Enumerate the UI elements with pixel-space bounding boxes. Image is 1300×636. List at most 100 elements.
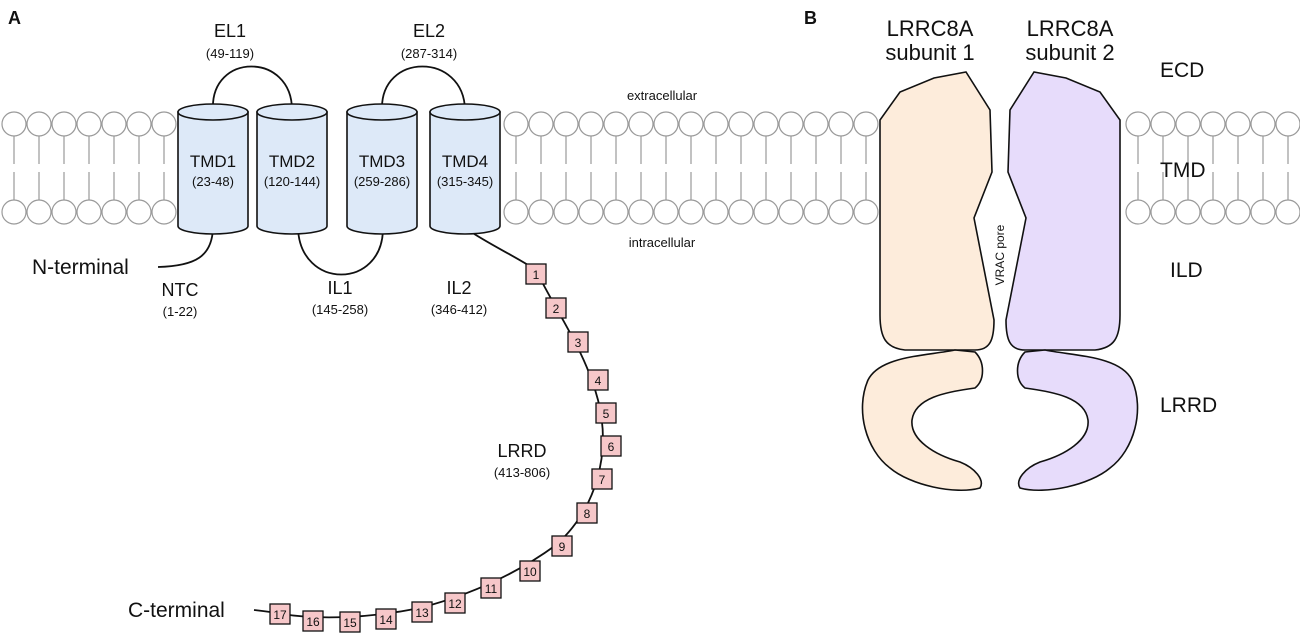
lipid-head <box>126 111 152 137</box>
lrr-repeat-number: 10 <box>523 565 537 579</box>
lipid-head <box>753 111 779 137</box>
lipid-head <box>603 199 629 225</box>
tmd-cylinder: TMD2(120-144) <box>256 103 328 235</box>
panel-b-label: B <box>804 8 817 28</box>
il2-range: (346-412) <box>431 302 487 317</box>
lipid-head <box>853 111 879 137</box>
lrr-repeat-number: 17 <box>273 608 287 622</box>
subunit1-lrrd-body <box>861 349 984 492</box>
tmd-cylinder: TMD3(259-286) <box>346 103 418 235</box>
lipid-head <box>1200 199 1226 225</box>
lipid-head <box>1275 111 1300 137</box>
lipid-bilayer <box>1 111 1300 225</box>
tmd-body <box>346 111 418 235</box>
lipid-head <box>628 199 654 225</box>
extracellular-label: extracellular <box>627 88 698 103</box>
lrr-repeat-number: 5 <box>603 407 610 421</box>
lrr-repeat-box: 11 <box>480 577 502 599</box>
lipid-head <box>76 199 102 225</box>
il2-name: IL2 <box>446 278 471 298</box>
lipid-head <box>528 111 554 137</box>
lrr-box-rect <box>480 577 502 599</box>
subunit2-tmd-body <box>1005 71 1121 351</box>
vrac-pore-label: VRAC pore <box>993 224 1007 285</box>
n-terminal-label: N-terminal <box>32 256 129 279</box>
lrr-repeat-box: 17 <box>269 603 291 625</box>
lipid-head <box>828 199 854 225</box>
lipid-head <box>1200 111 1226 137</box>
tmd-range: (23-48) <box>192 174 234 189</box>
lipid-head <box>778 199 804 225</box>
lrr-box-rect <box>519 560 541 582</box>
lrr-repeat-number: 2 <box>553 302 560 316</box>
lrr-repeat-box: 2 <box>545 297 567 319</box>
subunit1-tmd-body <box>879 71 995 351</box>
domain-ild-label: ILD <box>1170 259 1203 282</box>
lipid-head <box>853 199 879 225</box>
lrr-box-rect <box>339 611 361 633</box>
tmd-range: (120-144) <box>264 174 320 189</box>
lrr-box-rect <box>444 592 466 614</box>
tmd-range: (259-286) <box>354 174 410 189</box>
lrr-repeat-box: 16 <box>302 610 324 632</box>
lipid-head <box>828 111 854 137</box>
lipid-head <box>628 111 654 137</box>
lipid-head <box>1250 111 1276 137</box>
lrr-repeat-box: 5 <box>595 402 617 424</box>
lrr-repeat-number: 12 <box>448 597 462 611</box>
lrr-repeat-number: 7 <box>599 473 606 487</box>
domain-ecd-label: ECD <box>1160 59 1204 82</box>
lipid-head <box>1125 111 1151 137</box>
el2-loop <box>381 65 466 111</box>
lrr-repeat-box: 9 <box>551 535 573 557</box>
lrr-repeat-number: 3 <box>575 336 582 350</box>
lipid-head <box>1150 111 1176 137</box>
tmd-top <box>429 103 501 121</box>
lipid-head <box>1275 199 1300 225</box>
lrr-box-rect <box>587 369 609 391</box>
lrr-repeat-number: 8 <box>584 507 591 521</box>
tmd-range: (315-345) <box>437 174 493 189</box>
lipid-head <box>553 199 579 225</box>
lipid-head <box>1150 199 1176 225</box>
domain-tmd-label: TMD <box>1160 159 1206 182</box>
lipid-head <box>803 111 829 137</box>
lrr-repeat-box: 8 <box>576 502 598 524</box>
lipid-head <box>728 199 754 225</box>
lipid-head <box>26 199 52 225</box>
lipid-head <box>1250 199 1276 225</box>
panel-a-label: A <box>8 8 21 28</box>
lrr-box-rect <box>302 610 324 632</box>
lipid-head <box>1 111 27 137</box>
c-terminal-chain <box>253 227 604 619</box>
lrr-repeat-number: 4 <box>595 374 602 388</box>
c-terminal-label: C-terminal <box>128 599 225 622</box>
lipid-head <box>653 111 679 137</box>
lipid-head <box>703 199 729 225</box>
lrr-box-rect <box>551 535 573 557</box>
lipid-head <box>803 199 829 225</box>
lrr-repeat-box: 10 <box>519 560 541 582</box>
lipid-head <box>553 111 579 137</box>
lrr-box-rect <box>591 468 613 490</box>
lipid-head <box>528 199 554 225</box>
lipid-head <box>1125 199 1151 225</box>
el1-loop <box>212 65 293 111</box>
lrr-repeat-box: 1 <box>525 263 547 285</box>
lrr-repeat-number: 15 <box>343 616 357 630</box>
tmd-name: TMD1 <box>190 152 236 171</box>
subunit1-sub: subunit 1 <box>885 40 974 65</box>
el1-name: EL1 <box>214 21 246 41</box>
lrr-box-rect <box>595 402 617 424</box>
lrr-box-rect <box>411 601 433 623</box>
lipid-head <box>728 111 754 137</box>
lipid-head <box>1 199 27 225</box>
il1-loop <box>297 227 384 276</box>
lipid-head <box>753 199 779 225</box>
ntc-loop <box>157 227 214 268</box>
lrr-repeat-number: 16 <box>306 615 320 629</box>
lrr-repeat-box: 7 <box>591 468 613 490</box>
domain-lrrd-label: LRRD <box>1160 394 1217 417</box>
lrr-repeat-number: 6 <box>608 440 615 454</box>
